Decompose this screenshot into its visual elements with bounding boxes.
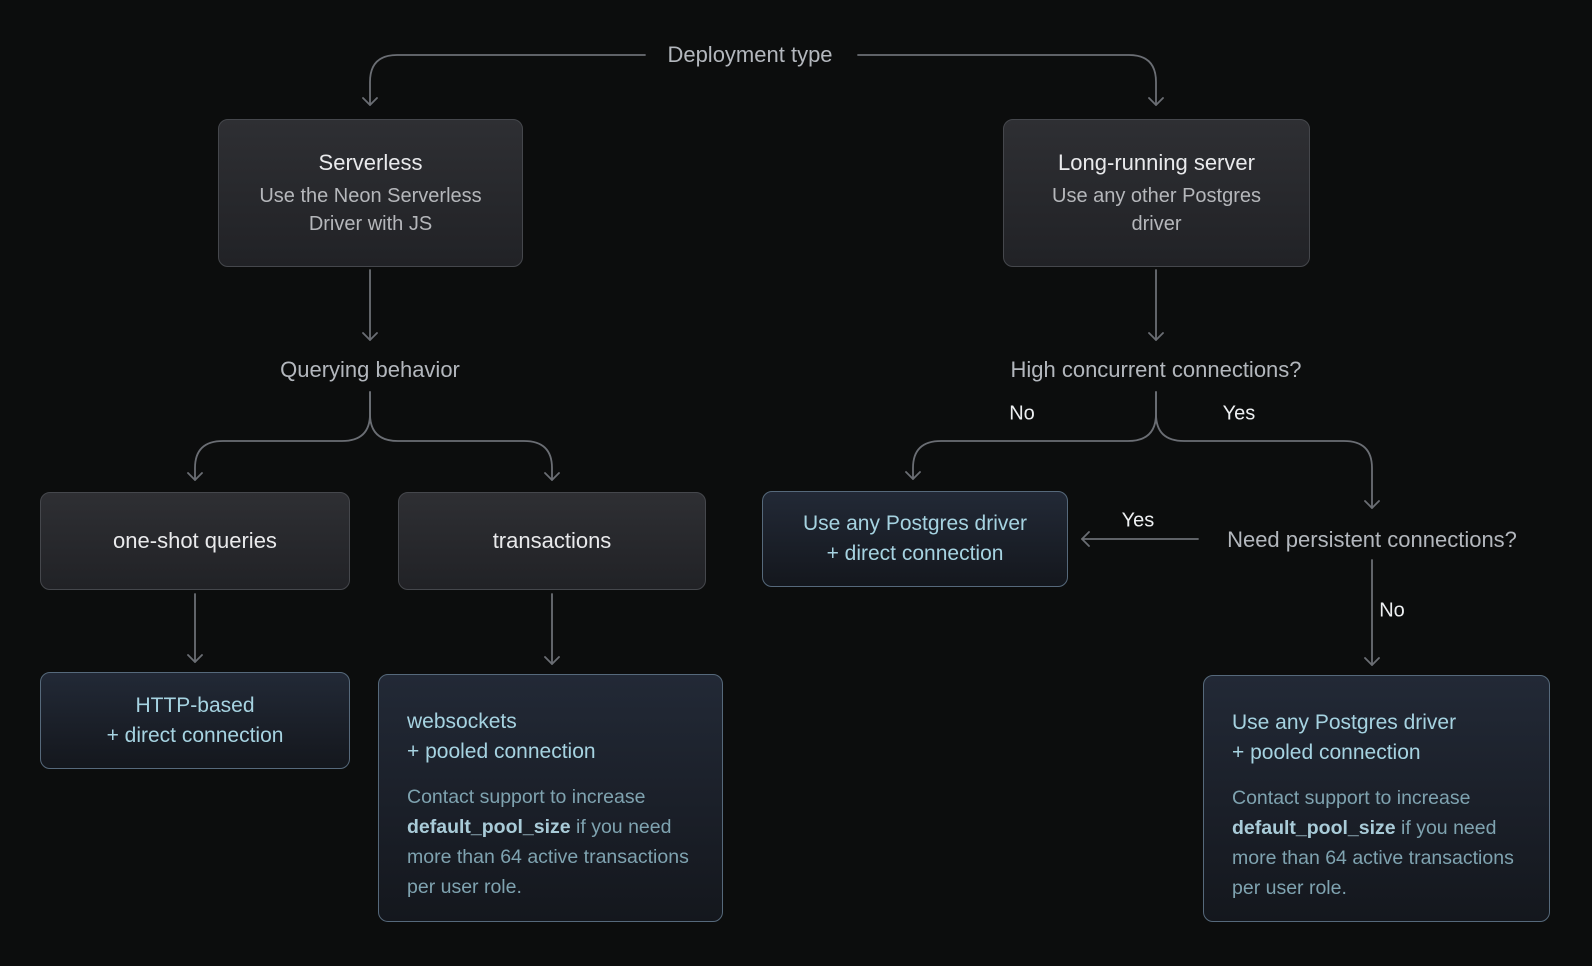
- node-transactions-title: transactions: [492, 528, 612, 553]
- connector-highconcurrent-yes-to-persistent: [1155, 391, 1380, 509]
- note-text-post: if you need more than 64 active transact…: [407, 816, 689, 898]
- connector-highconcurrent-no-to-direct: [905, 391, 1157, 480]
- node-serverless: Serverless Use the Neon Serverless Drive…: [218, 119, 523, 267]
- node-http-direct-title: HTTP-based + direct connection: [106, 693, 284, 747]
- branch-label-yes: Yes: [1222, 402, 1256, 425]
- connector-querying-to-transactions: [369, 391, 560, 481]
- note-code-default-pool-size: default_pool_size: [407, 816, 571, 838]
- branch-label-persistent-no: No: [1379, 599, 1405, 622]
- node-websockets-pooled: websockets + pooled connection Contact s…: [378, 674, 723, 922]
- node-any-driver-pooled: Use any Postgres driver + pooled connect…: [1203, 675, 1550, 922]
- node-long-running-title: Long-running server: [1058, 150, 1255, 175]
- node-any-driver-direct-title: Use any Postgres driver + direct connect…: [802, 512, 1028, 565]
- node-websockets-title: websockets + pooled connection: [407, 710, 596, 763]
- node-transactions: transactions: [398, 492, 706, 590]
- label-high-concurrent-connections: High concurrent connections?: [1010, 357, 1302, 382]
- node-one-shot-title: one-shot queries: [113, 528, 277, 553]
- node-one-shot-queries: one-shot queries: [40, 492, 350, 590]
- branch-label-persistent-yes: Yes: [1121, 509, 1155, 532]
- node-any-driver-pooled-title: Use any Postgres driver + pooled connect…: [1232, 711, 1457, 764]
- node-any-driver-direct: Use any Postgres driver + direct connect…: [762, 491, 1068, 587]
- node-websockets-note: Contact support to increase default_pool…: [407, 782, 694, 902]
- connector-root-to-serverless: [362, 54, 646, 106]
- node-any-driver-pooled-note: Contact support to increase default_pool…: [1232, 783, 1521, 903]
- note-text-pre: Contact support to increase: [1232, 787, 1471, 809]
- connector-querying-to-oneshot: [187, 391, 371, 481]
- note-text-pre: Contact support to increase: [407, 786, 646, 808]
- label-deployment-type: Deployment type: [667, 42, 833, 67]
- label-querying-behavior: Querying behavior: [280, 357, 460, 382]
- branch-label-no: No: [1009, 402, 1035, 425]
- node-long-running-server: Long-running server Use any other Postgr…: [1003, 119, 1310, 267]
- note-code-default-pool-size: default_pool_size: [1232, 817, 1396, 839]
- node-http-direct: HTTP-based + direct connection: [40, 672, 350, 769]
- node-serverless-subtitle: Use the Neon Serverless Driver with JS: [259, 185, 482, 235]
- label-need-persistent-connections: Need persistent connections?: [1227, 527, 1517, 552]
- node-serverless-title: Serverless: [318, 150, 423, 175]
- note-text-post: if you need more than 64 active transact…: [1232, 817, 1514, 899]
- connector-root-to-longrunning: [857, 54, 1164, 106]
- node-long-running-subtitle: Use any other Postgres driver: [1052, 185, 1261, 235]
